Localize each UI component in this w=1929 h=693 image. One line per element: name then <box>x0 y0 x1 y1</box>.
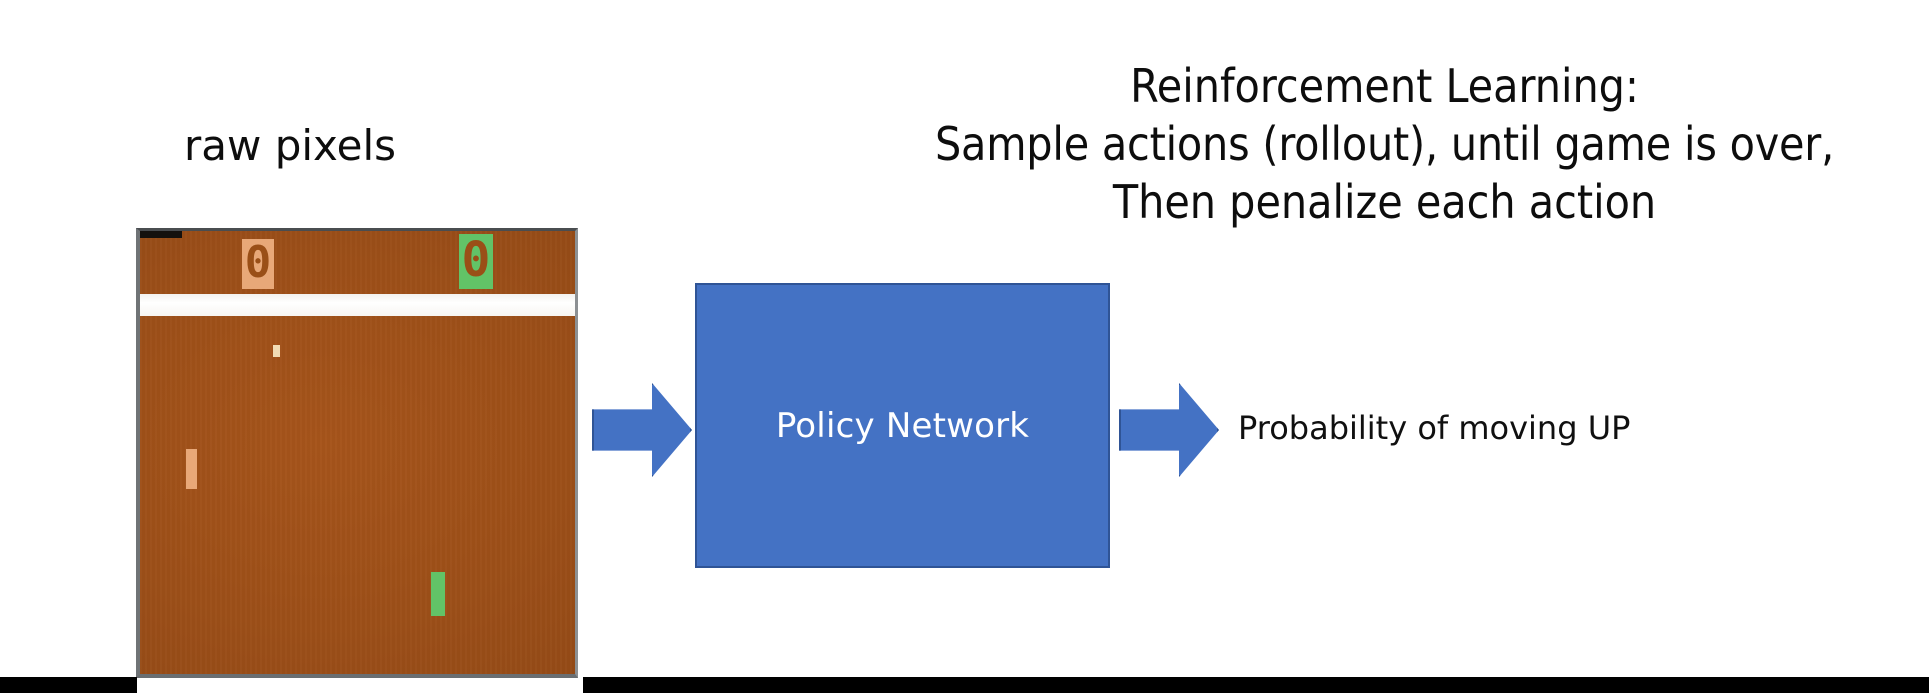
policy-network-box: Policy Network <box>695 283 1110 568</box>
footer-bar-left <box>0 677 137 693</box>
screen-corner-notch <box>140 231 182 238</box>
raw-pixels-label: raw pixels <box>184 121 396 170</box>
headline-line-3: Then penalize each action <box>1112 174 1657 229</box>
policy-network-label: Policy Network <box>775 405 1030 446</box>
paddle-right-agent <box>431 572 445 616</box>
output-probability-label: Probability of moving UP <box>1238 409 1631 447</box>
headline-line-2: Sample actions (rollout), until game is … <box>934 116 1835 171</box>
score-right-digit: 0 <box>459 234 493 289</box>
paddle-left-opponent <box>186 449 197 489</box>
score-left-digit: 0 <box>242 239 274 289</box>
game-playfield: 0 0 <box>140 231 575 674</box>
arrow-right-icon-output <box>1119 383 1219 477</box>
arrow-right-icon-input <box>592 383 692 477</box>
headline-block: Reinforcement Learning: Sample actions (… <box>840 58 1929 232</box>
footer-bar-right <box>583 677 1929 693</box>
score-divider-bar <box>140 294 575 316</box>
headline-line-1: Reinforcement Learning: <box>1130 59 1639 113</box>
pong-game-screen: 0 0 <box>136 228 578 678</box>
game-ball <box>273 345 280 357</box>
